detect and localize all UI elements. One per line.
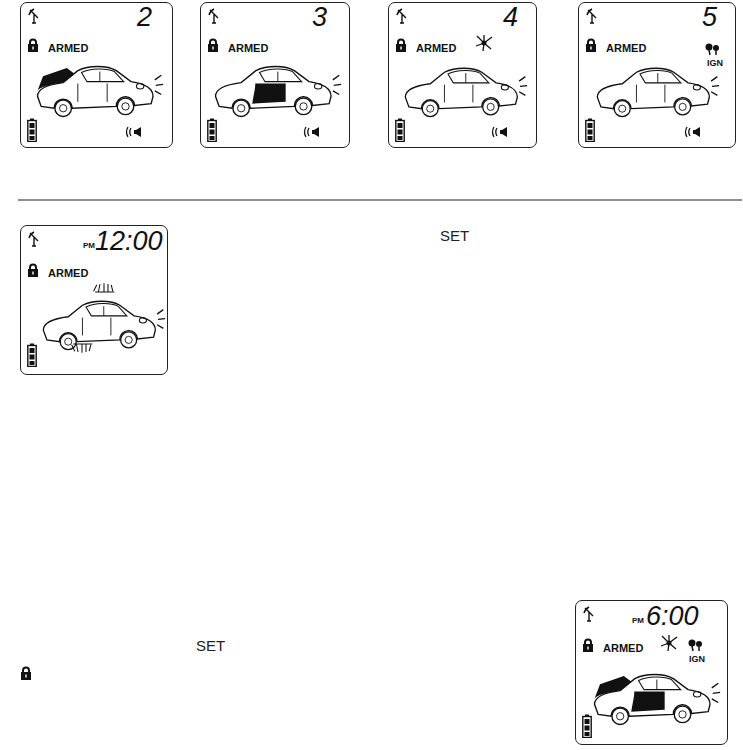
pm-indicator: PM [83, 242, 95, 250]
lcd-screen: 3ARMED [200, 2, 350, 148]
ignition-icon [689, 640, 703, 652]
car-figure [38, 67, 164, 117]
divider-line [18, 199, 742, 200]
armed-indicator: ARMED [228, 43, 268, 54]
shock-sensor-icon [661, 635, 677, 651]
lcd-screen: PM6:00ARMED IGN [575, 600, 728, 745]
shock-marks [94, 283, 115, 292]
siren-icon [127, 127, 142, 137]
button-label: SET [440, 228, 469, 243]
antenna-icon [397, 9, 406, 23]
armed-indicator: ARMED [416, 43, 456, 54]
ign-indicator: IGN [689, 655, 705, 664]
antenna-icon [587, 9, 596, 23]
lock-icon [208, 40, 218, 53]
ignition-icon [706, 44, 720, 56]
lock-icon [396, 40, 406, 53]
lcd-readout: 12:00 [95, 228, 163, 255]
lcd-readout: 6:00 [646, 603, 699, 630]
siren-icon [305, 127, 320, 137]
lcd-readout: 4 [503, 4, 518, 31]
lock-icon [586, 40, 596, 53]
battery-icon [583, 715, 591, 738]
antenna-icon [29, 9, 38, 23]
antenna-icon [209, 9, 218, 23]
lock-icon [21, 668, 31, 681]
open-door [252, 84, 285, 104]
open-door [631, 692, 664, 712]
armed-indicator: ARMED [48, 268, 88, 279]
siren-icon [493, 127, 508, 137]
battery-icon [28, 119, 36, 142]
lock-icon [583, 640, 593, 653]
siren-icon [686, 127, 701, 137]
lcd-screen: 5ARMED IGN [578, 2, 736, 148]
antenna-icon [584, 607, 593, 621]
ign-indicator: IGN [707, 59, 723, 68]
armed-indicator: ARMED [606, 43, 646, 54]
battery-icon [208, 119, 216, 142]
car-figure [43, 301, 165, 349]
lock-icon [28, 265, 38, 278]
shock-sensor-icon [476, 35, 492, 51]
car-figure [405, 68, 527, 116]
car-figure [597, 68, 719, 116]
open-trunk [595, 676, 632, 699]
lock-icon [28, 40, 38, 53]
lcd-readout: 2 [137, 4, 152, 31]
lcd-screen: 4ARMED [388, 2, 537, 148]
car-figure [595, 675, 721, 725]
lcd-readout: 3 [312, 4, 327, 31]
lcd-screen: PM12:00ARMED [20, 225, 168, 375]
armed-indicator: ARMED [603, 643, 643, 654]
armed-indicator: ARMED [48, 43, 88, 54]
lcd-screen: 2ARMED [20, 2, 173, 148]
lcd-readout: 5 [702, 4, 717, 31]
pm-indicator: PM [632, 617, 644, 625]
button-label: SET [196, 638, 225, 653]
lcd-icons [586, 9, 719, 142]
battery-icon [28, 344, 36, 367]
battery-icon [396, 119, 404, 142]
battery-icon [586, 119, 594, 142]
open-trunk [38, 68, 75, 91]
antenna-icon [29, 232, 38, 246]
car-figure [216, 67, 342, 117]
shock-marks [72, 344, 93, 353]
